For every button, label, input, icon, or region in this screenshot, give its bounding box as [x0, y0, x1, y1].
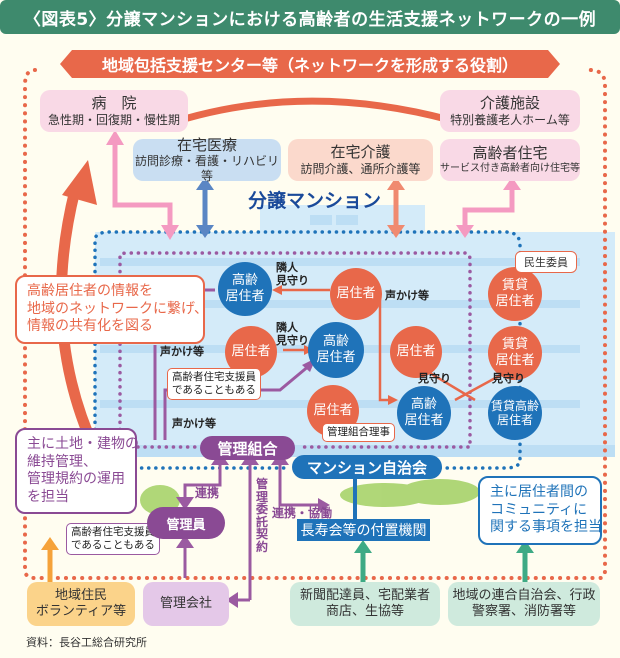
rental-resident-2: 賃貸 居住者: [488, 326, 542, 380]
elderly-housing-box: 高齢者住宅 サービス付き高齢者向け住宅等: [440, 139, 580, 181]
home-care-title: 在宅介護: [330, 143, 391, 162]
rental-resident-1: 賃貸 居住者: [488, 267, 542, 321]
home-medical-box: 在宅医療 訪問診療・看護・リハビリ等: [133, 135, 281, 184]
mgmt-contract-label: 管理委託契約: [256, 477, 269, 554]
neighbor-watch-label-2: 隣人 見守り: [276, 321, 309, 347]
resident-1: 居住者: [330, 268, 382, 320]
figure-title: 〈図表5〉分譲マンションにおける高齢者の生活支援ネットワークの一例: [0, 0, 620, 34]
watch-label-1: 見守り: [418, 372, 451, 385]
elderly-resident-2: 高齢 居住者: [308, 322, 364, 378]
hospital-arrow: [112, 140, 173, 232]
trees: [140, 479, 480, 515]
care-facility-sub: 特別養護老人ホーム等: [450, 112, 570, 127]
local-assoc-box: 地域の連合自治会、行政 警察署、消防署等: [448, 582, 600, 626]
board-member-label: 管理組合理事: [322, 423, 395, 443]
kanriin-pill: 管理員: [147, 507, 225, 539]
outer-network-frame: [23, 68, 607, 580]
watch-label-2: 見守り: [492, 372, 525, 385]
home-care-box: 在宅介護 訪問介護、通所介護等: [288, 139, 433, 181]
elderly-housing-sub: サービス付き高齢者向け住宅等: [440, 163, 580, 175]
home-medical-sub: 訪問診療・看護・リハビリ等: [134, 154, 279, 184]
cooperation-collab-label: 連携・協働: [272, 506, 333, 520]
hospital-title: 病 院: [91, 94, 137, 113]
elderly-resident-3: 高齢 居住者: [397, 386, 451, 440]
housing-arrow: [462, 185, 515, 232]
support-staff-note-2: 高齢者住宅支援員 であることもある: [66, 523, 160, 556]
rental-elderly-resident: 賃貸高齢 居住者: [488, 386, 542, 440]
resident-3: 居住者: [390, 326, 442, 378]
minsei-label: 民生委員: [515, 251, 577, 273]
chojukai-box: 長寿会等の付置機関: [297, 519, 430, 541]
voice-call-label-2: 声かけ等: [160, 345, 204, 358]
mansion-label: 分譲マンション: [248, 190, 382, 212]
hospital-sub: 急性期・回復期・慢性期: [47, 112, 180, 127]
delivery-box: 新聞配達員、宅配業者 商店、生協等: [290, 582, 440, 626]
kanri-kumiai-frame: [118, 251, 472, 449]
voice-call-label-1: 声かけ等: [385, 289, 429, 302]
neighbor-watch-label-1: 隣人 見守り: [276, 261, 309, 287]
volunteer-box: 地域住民 ボランティア等: [27, 582, 135, 626]
care-facility-title: 介護施設: [479, 94, 540, 113]
jichikai-pill: マンション自治会: [292, 455, 442, 479]
center-banner: 地域包括支援センター等（ネットワークを形成する役割）: [60, 50, 560, 78]
voice-call-label-3: 声かけ等: [172, 417, 216, 430]
hospital-care-link: [163, 97, 451, 129]
community-callout: 主に居住者間の コミュニティに 関する事項を担当: [478, 476, 602, 545]
info-share-callout: 高齢居住者の情報を 地域のネットワークに繋げ、 情報の共有化を図る: [15, 275, 208, 344]
cooperation-label: 連携: [195, 486, 220, 500]
support-staff-note-1: 高齢者住宅支援員 であることもある: [167, 368, 261, 401]
mgmt-company-box: 管理会社: [143, 582, 229, 626]
hospital-box: 病 院 急性期・回復期・慢性期: [40, 90, 188, 132]
kanri-kumiai-pill: 管理組合: [200, 436, 295, 460]
home-care-sub: 訪問介護、通所介護等: [300, 161, 421, 176]
care-facility-box: 介護施設 特別養護老人ホーム等: [440, 90, 580, 132]
elderly-housing-title: 高齢者住宅: [472, 144, 548, 163]
elderly-resident-1: 高齢 居住者: [218, 262, 272, 316]
maintenance-callout: 主に土地・建物の 維持管理、 管理規約の運用 を担当: [15, 428, 139, 514]
source-note: 資料：長谷工総合研究所: [26, 636, 147, 649]
home-medical-title: 在宅医療: [176, 135, 237, 154]
